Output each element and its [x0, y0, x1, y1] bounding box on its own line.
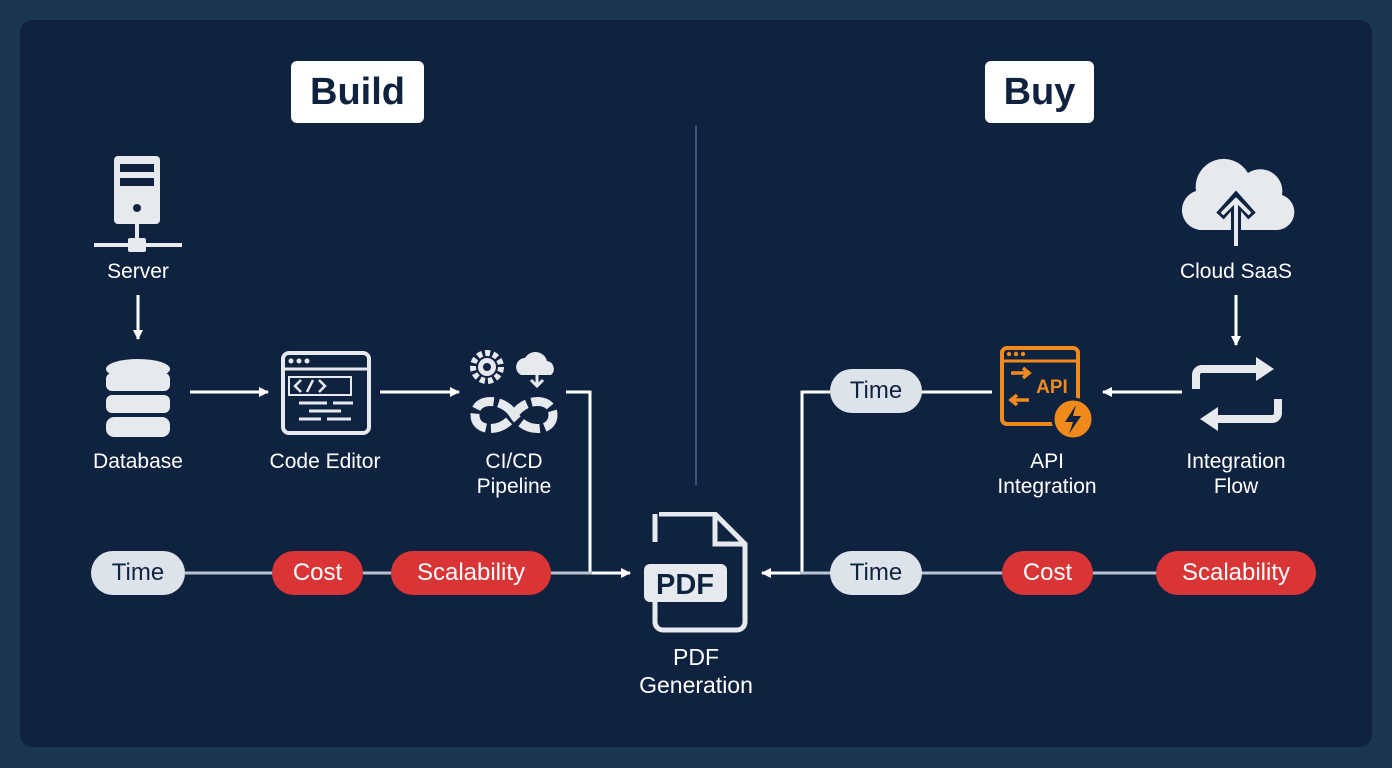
cloud-saas-label: Cloud SaaS	[1179, 260, 1293, 283]
buy-factor-scalability: Scalability	[1156, 551, 1316, 595]
database-icon	[106, 359, 170, 437]
cicd-label-line2: Pipeline	[476, 475, 552, 498]
integration-flow-label-line1: Integration	[1186, 450, 1286, 473]
buy-factor-time: Time	[830, 551, 922, 595]
connector-time-tag-to-pdf	[761, 390, 830, 578]
cicd-label-line1: CI/CD	[485, 450, 543, 473]
cicd-infinity-icon	[470, 350, 558, 433]
connector-cicd-to-pdf	[566, 390, 631, 578]
build-factor-scalability: Scalability	[391, 551, 551, 595]
buy-title: Buy	[985, 61, 1094, 123]
api-icon-text: API	[1036, 377, 1068, 398]
api-integration-label-line2: Integration	[997, 475, 1097, 498]
database-label: Database	[93, 450, 183, 473]
pdf-label-line1: PDF	[673, 644, 719, 670]
code-editor-icon	[281, 351, 371, 435]
server-icon	[94, 156, 182, 252]
lightning-icon	[1065, 405, 1081, 434]
cloud-download-icon	[516, 352, 554, 389]
pdf-document-icon: PDF	[644, 512, 748, 633]
build-factor-time: Time	[91, 551, 185, 595]
cloud-upload-icon	[1181, 158, 1295, 246]
build-factor-cost: Cost	[272, 551, 363, 595]
integration-flow-label-line2: Flow	[1213, 475, 1259, 498]
api-icon: API	[1000, 346, 1095, 441]
build-title: Build	[291, 61, 424, 123]
code-editor-label: Code Editor	[269, 450, 381, 473]
server-label: Server	[107, 260, 169, 283]
gear-icon	[470, 350, 504, 384]
pdf-icon-text: PDF	[656, 569, 714, 601]
buy-time-tag: Time	[830, 369, 922, 413]
buy-factor-cost: Cost	[1002, 551, 1093, 595]
sync-arrows-icon	[1192, 357, 1282, 431]
pdf-label-line2: Generation	[639, 672, 753, 698]
api-integration-label-line1: API	[1030, 450, 1064, 473]
